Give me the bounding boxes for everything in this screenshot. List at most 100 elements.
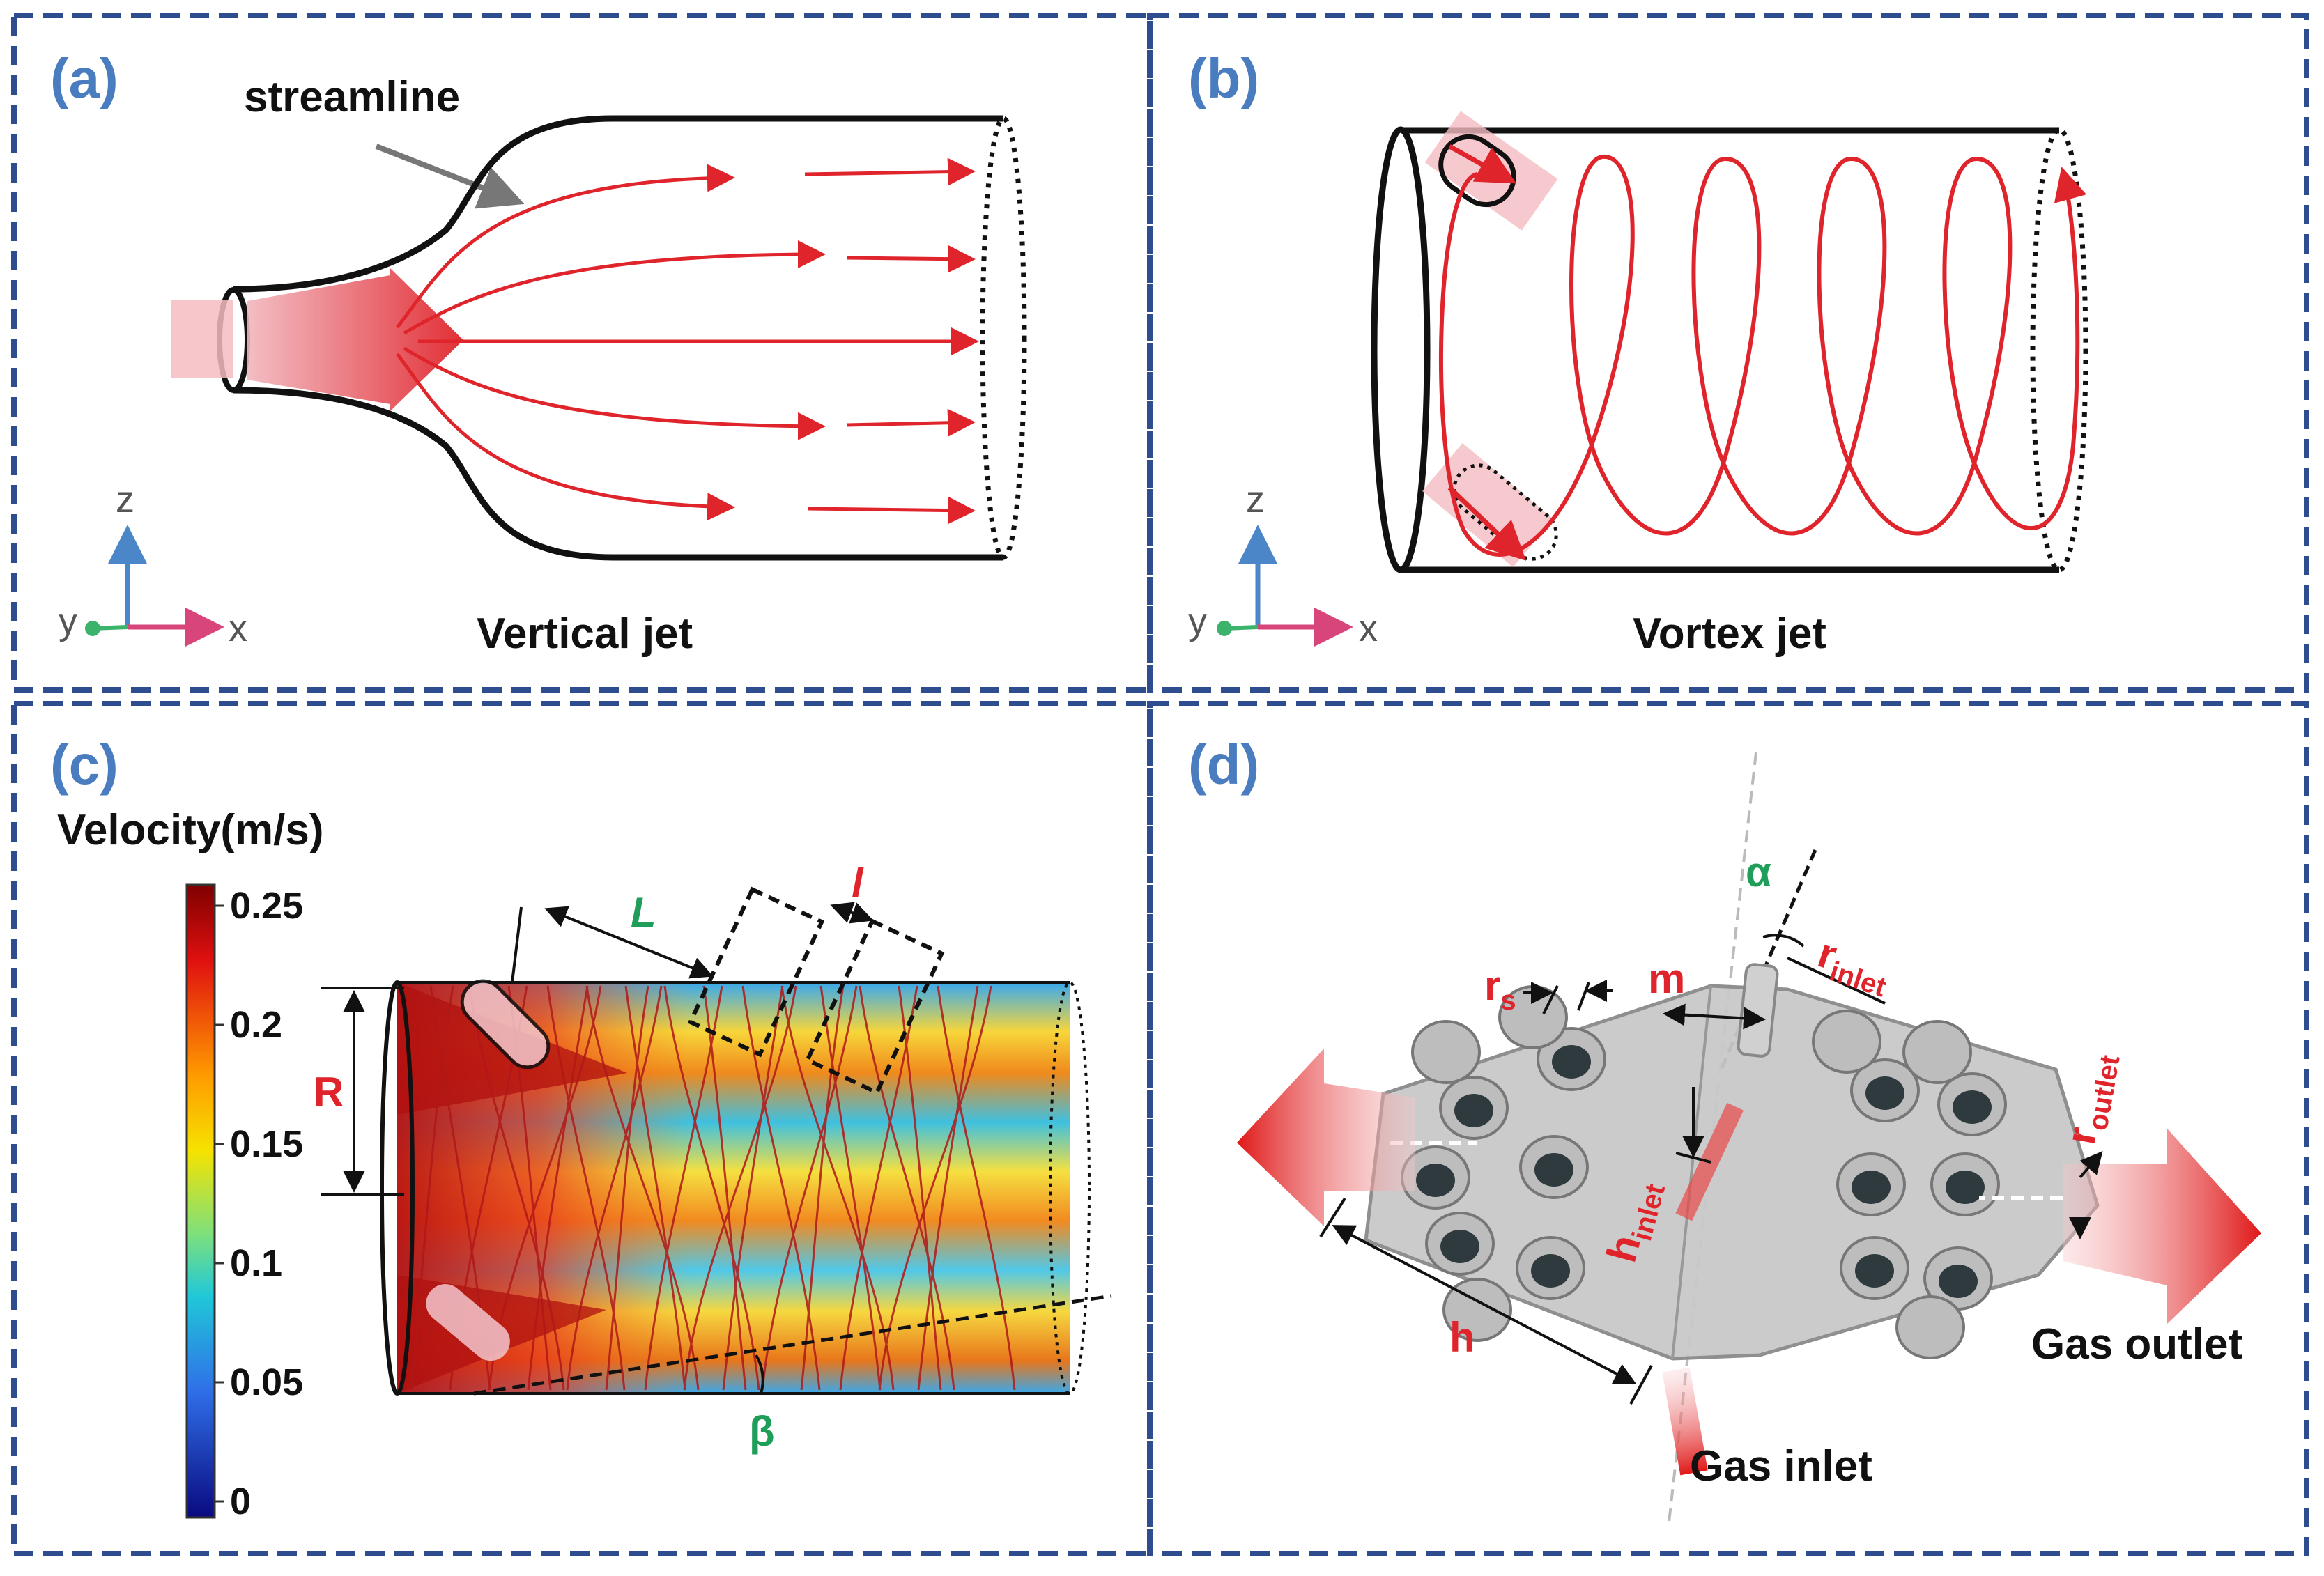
streamline-2b <box>846 245 976 273</box>
port-housing <box>1895 1295 1965 1359</box>
field-streamline <box>566 985 663 1391</box>
port-hole <box>1953 1090 1992 1124</box>
r-inlet-label: rinlet <box>1810 929 1897 1003</box>
port-hole <box>1852 1171 1891 1204</box>
alpha-arc <box>1762 934 1805 948</box>
R-label: R <box>314 1069 344 1115</box>
streamline-pointer <box>375 144 525 209</box>
streamline-5 <box>396 353 735 521</box>
port-hole <box>1440 1230 1479 1263</box>
field-streamline <box>839 985 918 1391</box>
port-housing <box>1902 1020 1972 1084</box>
x-axis-label: x <box>1359 608 1378 649</box>
r-outlet-arrow-up <box>2079 1150 2103 1179</box>
field-streamline <box>819 985 882 1391</box>
nozzle-lower-wall <box>233 387 1003 561</box>
field-streamline <box>410 985 454 1391</box>
panel-d: (d) rs m α rinlet <box>1188 734 2261 1523</box>
rs-extension-2 <box>1577 982 1590 1011</box>
panel-d-label: (d) <box>1188 734 1259 796</box>
field-streamline <box>683 985 797 1391</box>
panel-c-label: (c) <box>50 734 118 796</box>
outlet-arrow-left <box>1237 1049 1415 1226</box>
port-hole <box>1865 1076 1904 1110</box>
colorbar-tick-label: 0.2 <box>230 1004 282 1046</box>
inlet-top <box>460 979 551 1069</box>
alpha-label: α <box>1746 849 1771 895</box>
frame-b <box>1147 13 2309 693</box>
z-axis-label: z <box>1246 479 1265 520</box>
y-axis-label: y <box>1188 601 1207 642</box>
beta-reference-line <box>473 1294 1112 1396</box>
colorbar-title: Velocity(m/s) <box>57 806 323 854</box>
y-axis-line <box>1224 625 1259 631</box>
field-streamline <box>761 985 858 1391</box>
colorbar-ticks: 0.250.20.150.10.050 <box>215 885 303 1522</box>
bottom-inlet-arrow <box>1447 486 1527 561</box>
axes-triad-a: z x y <box>59 479 247 649</box>
nozzle-outlet-ring <box>980 116 1027 560</box>
port-hole <box>1416 1164 1455 1197</box>
caption-vortex-jet: Vortex jet <box>1633 610 1826 658</box>
h-extension-left <box>1319 1197 1346 1238</box>
beta-label: β <box>749 1408 775 1455</box>
vortex-helix <box>1439 154 2087 557</box>
cylinder-right-end <box>2030 127 2088 573</box>
streamline-1 <box>396 164 735 329</box>
field-streamline <box>644 985 723 1391</box>
r-outlet-label: routlet <box>2057 1049 2126 1149</box>
beta-arc <box>755 1354 764 1394</box>
streamline-5b <box>808 496 976 525</box>
field-streamline <box>898 985 942 1391</box>
field-streamline <box>780 985 895 1391</box>
x-axis-label: x <box>229 608 247 649</box>
bottom-inlet <box>1422 442 1558 568</box>
streamline-annotation: streamline <box>244 73 460 121</box>
panel-a-label: (a) <box>50 47 118 109</box>
port-hole <box>1946 1171 1985 1204</box>
velocity-field <box>380 979 1091 1396</box>
streamlines <box>396 157 979 525</box>
port-hole <box>1939 1265 1978 1298</box>
h-extension-right <box>1629 1365 1653 1405</box>
L-label: L <box>631 889 656 936</box>
colorbar-tick-label: 0.1 <box>230 1242 282 1284</box>
panel-b: (b) z x y Vortex jet <box>1188 47 2088 658</box>
colorbar-tick-label: 0.05 <box>230 1361 303 1403</box>
field-streamline <box>585 985 700 1391</box>
y-axis-line <box>92 625 128 631</box>
port-hole <box>1534 1153 1573 1187</box>
inlet-spacing-box-1 <box>687 886 825 1058</box>
r-inlet-extension <box>1787 957 1886 1005</box>
l-dimension <box>830 902 874 924</box>
gas-outlet-label: Gas outlet <box>2031 1320 2242 1368</box>
field-streamline <box>937 985 1016 1391</box>
inflow-fan-arrow <box>247 268 463 411</box>
panel-frames <box>11 13 2309 1556</box>
field-streamline <box>605 985 649 1391</box>
axes-triad-b: z x y <box>1188 479 1378 649</box>
z-axis-label: z <box>116 479 134 520</box>
field-streamline <box>527 985 589 1391</box>
field-streamline <box>741 985 821 1391</box>
colorbar-tick-label: 0 <box>230 1481 251 1522</box>
panel-c: (c) Velocity(m/s) 0.250.20.150.10.050 R <box>50 734 1112 1522</box>
field-streamline <box>546 985 626 1391</box>
l-label: l <box>852 860 864 906</box>
cylinder-left-end <box>1371 126 1431 573</box>
caption-vertical-jet: Vertical jet <box>477 610 693 658</box>
reactor-centre-seam <box>1671 985 1712 1359</box>
field-streamline <box>859 985 955 1391</box>
panel-a: (a) streamline z x <box>50 47 1027 658</box>
m-label: m <box>1648 955 1685 1002</box>
colorbar-tick-label: 0.15 <box>230 1123 303 1165</box>
port-housing <box>1812 1010 1881 1074</box>
field-right-end <box>1049 981 1091 1395</box>
streamline-2 <box>403 240 826 335</box>
panel-b-label: (b) <box>1188 47 1259 109</box>
rs-label: rs <box>1484 962 1516 1016</box>
top-inlet-arrow <box>1448 144 1517 184</box>
streamline-4 <box>403 346 826 440</box>
L-extension <box>511 906 523 983</box>
